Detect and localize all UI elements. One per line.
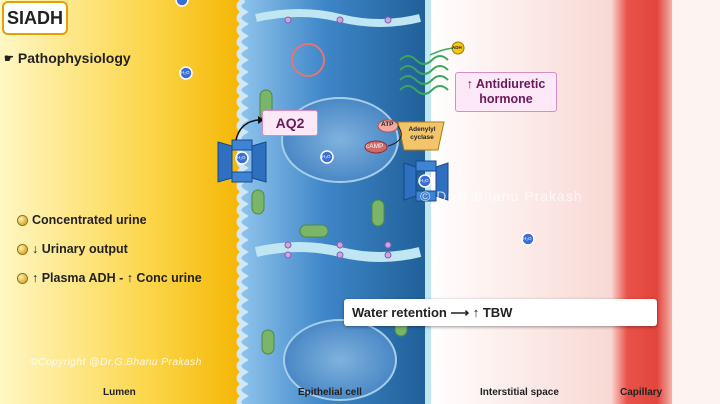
h2o-label: H₂O [181, 70, 190, 75]
capillary-label: Capillary [620, 387, 663, 398]
copyright-text: ©Copyright @Dr.G.Bhanu Prakash [30, 356, 202, 368]
subtitle-text: Pathophysiology [17, 50, 131, 66]
water-retention-callout: Water retention ⟶ ↑ TBW [344, 299, 657, 326]
h2o-label: H₂O [523, 236, 532, 241]
pointer-hand-icon: ☛ [4, 52, 14, 65]
bullet-dot-icon [18, 273, 27, 283]
aquaporin-channel-apical [217, 139, 267, 183]
h2o-label: H₂O [237, 155, 246, 160]
interstitial-region [428, 0, 618, 404]
aq2-arrow [235, 119, 259, 141]
camp-label: cAMP [366, 143, 384, 150]
adh-callout: ↑ Antidiuretic hormone [455, 72, 557, 112]
adenylyl-label-line1: Adenylyl [408, 126, 436, 133]
aquaporin-channel-basolateral [403, 160, 449, 202]
adh-label-line1: ↑ Antidiuretic [466, 77, 546, 91]
lumen-label: Lumen [103, 387, 136, 398]
bullet-item-3: ↑ Plasma ADH - ↑ Conc urine [18, 271, 202, 285]
adh-molecule-label: ADH [452, 45, 462, 50]
page-title: SIADH [4, 3, 66, 33]
bullet-dot-icon [18, 215, 27, 225]
bullet-text: Concentrated urine [32, 213, 147, 227]
aq2-callout: AQ2 [262, 110, 318, 136]
h2o-label: H₂O [420, 178, 429, 183]
adenylyl-label-line2: cyclase [410, 134, 434, 141]
adh-label-line2: hormone [479, 92, 533, 106]
camp-molecule [364, 140, 388, 154]
bullet-text: ↑ Plasma ADH - ↑ Conc urine [32, 271, 202, 285]
bullet-item-2: ↓ Urinary output [18, 242, 128, 256]
subtitle: ☛ Pathophysiology [4, 50, 131, 66]
water-molecules [175, 0, 535, 246]
lumen-region [0, 0, 248, 404]
bullet-item-1: Concentrated urine [18, 213, 147, 227]
bullet-text: ↓ Urinary output [32, 242, 128, 256]
epithelial-cell-label: Epithelial cell [298, 387, 362, 398]
atp-label: ATP [381, 121, 394, 128]
adh-molecule-icon [451, 41, 465, 55]
adenylyl-cyclase [397, 121, 445, 151]
h2o-label: H₂O [322, 154, 331, 159]
nucleus-lower [283, 319, 397, 401]
apical-membrane [236, 0, 249, 404]
aquaporin-vesicle [291, 43, 325, 77]
watermark: © Dr.G.Bhanu Prakash [420, 188, 583, 204]
capillary-region [612, 0, 672, 404]
bullet-dot-icon [18, 244, 27, 254]
v2-receptor [399, 55, 449, 95]
interstitial-space-label: Interstitial space [480, 387, 559, 398]
adenylyl-cyclase-label: Adenylyl cyclase [406, 126, 438, 142]
aq2-label: AQ2 [275, 115, 305, 131]
water-retention-text: Water retention ⟶ ↑ TBW [352, 304, 513, 320]
